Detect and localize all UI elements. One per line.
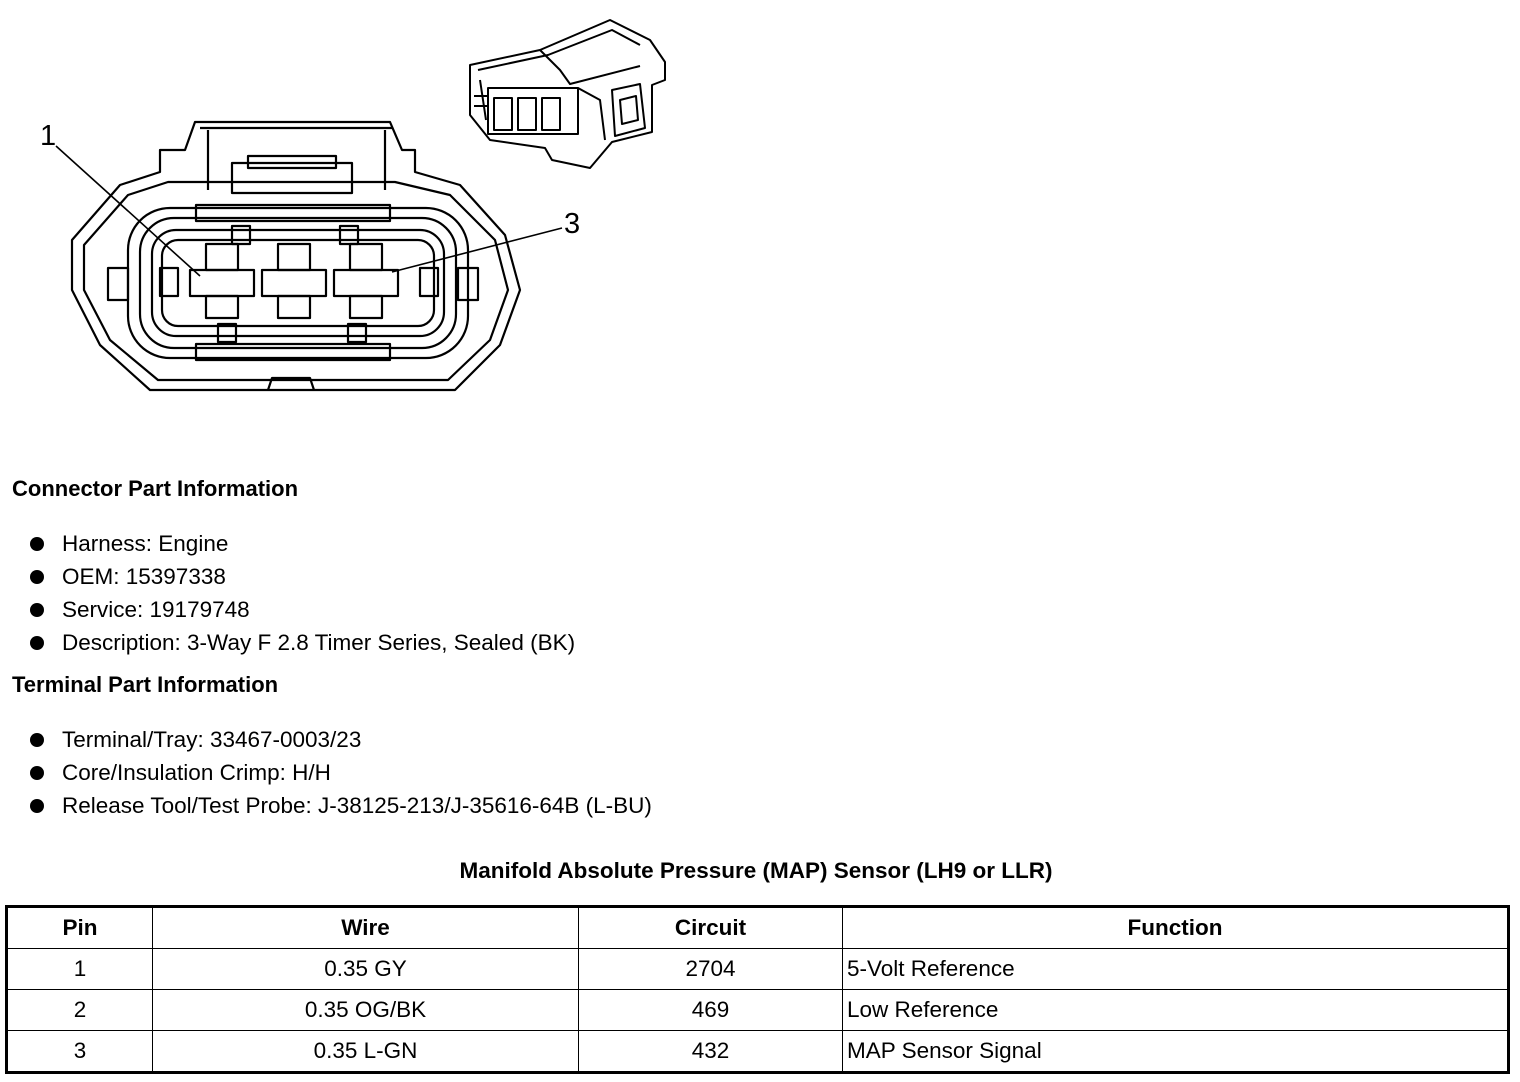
list-item: Release Tool/Test Probe: J-38125-213/J-3… [28, 789, 652, 822]
wire-cell: 0.35 GY [152, 948, 579, 990]
bullet-icon [30, 766, 44, 780]
circuit-cell: 432 [578, 1030, 843, 1073]
callout-pin-1: 1 [40, 120, 57, 152]
table-row: 2 0.35 OG/BK 469 Low Reference [6, 989, 1509, 1031]
column-header-wire: Wire [152, 906, 579, 949]
function-cell: Low Reference [842, 989, 1509, 1031]
list-item: Service: 19179748 [28, 593, 575, 626]
column-header-circuit: Circuit [578, 906, 843, 949]
table-header-row: Pin Wire Circuit Function [6, 906, 1509, 949]
list-item: Terminal/Tray: 33467-0003/23 [28, 723, 652, 756]
connector-info-heading: Connector Part Information [12, 476, 299, 501]
list-item: Harness: Engine [28, 527, 575, 560]
pin-cell: 2 [6, 989, 153, 1031]
pin-table: Pin Wire Circuit Function 1 0.35 GY 2704… [5, 905, 1510, 1074]
pin-cell: 3 [6, 1030, 153, 1073]
bullet-icon [30, 570, 44, 584]
callout-pin-3: 3 [564, 208, 581, 240]
terminal-info-list: Terminal/Tray: 33467-0003/23 Core/Insula… [28, 723, 652, 822]
wire-cell: 0.35 L-GN [152, 1030, 579, 1073]
table-row: 3 0.35 L-GN 432 MAP Sensor Signal [6, 1030, 1509, 1073]
bullet-icon [30, 603, 44, 617]
function-cell: 5-Volt Reference [842, 948, 1509, 990]
column-header-pin: Pin [6, 906, 153, 949]
list-item: Core/Insulation Crimp: H/H [28, 756, 652, 789]
list-item: OEM: 15397338 [28, 560, 575, 593]
circuit-cell: 469 [578, 989, 843, 1031]
bullet-icon [30, 636, 44, 650]
table-row: 1 0.35 GY 2704 5-Volt Reference [6, 948, 1509, 990]
connector-face-drawing [55, 19, 666, 392]
column-header-function: Function [842, 906, 1509, 949]
bullet-icon [30, 799, 44, 813]
pin-cell: 1 [6, 948, 153, 990]
bullet-icon [30, 733, 44, 747]
pin-table-title: Manifold Absolute Pressure (MAP) Sensor … [459, 858, 1053, 883]
function-cell: MAP Sensor Signal [842, 1030, 1509, 1073]
circuit-cell: 2704 [578, 948, 843, 990]
wire-cell: 0.35 OG/BK [152, 989, 579, 1031]
list-item: Description: 3-Way F 2.8 Timer Series, S… [28, 626, 575, 659]
bullet-icon [30, 537, 44, 551]
connector-info-list: Harness: Engine OEM: 15397338 Service: 1… [28, 527, 575, 659]
terminal-info-heading: Terminal Part Information [12, 672, 279, 697]
connector-illustration: 1 3 [0, 0, 700, 440]
